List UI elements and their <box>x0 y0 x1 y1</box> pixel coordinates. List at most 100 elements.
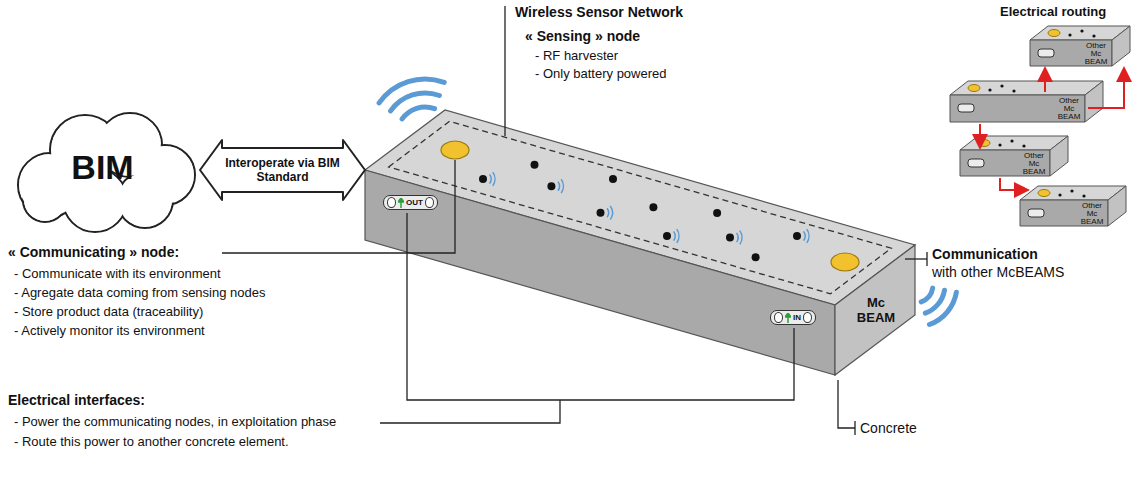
beam-end-face <box>1108 186 1126 226</box>
beam-end-face <box>1085 81 1103 122</box>
sensing-node-dot <box>547 182 555 190</box>
communication-wave <box>929 292 956 324</box>
routing-arrows <box>980 70 1124 190</box>
beam-top-face <box>950 81 1103 95</box>
beam-end-label: Other Mc BEAM <box>1055 97 1083 121</box>
sensing-node-dot <box>1022 144 1025 147</box>
list-item: - Power the communicating nodes, in expl… <box>14 414 336 430</box>
beam-end-label: Other Mc BEAM <box>1082 42 1110 66</box>
communication-wave <box>921 288 933 302</box>
sensing-node-dot <box>998 143 1001 146</box>
beam-body <box>365 110 915 375</box>
green-arrow <box>398 198 404 208</box>
list-item: - Only battery powered <box>535 66 667 82</box>
sensing-node-dot <box>1000 84 1003 87</box>
plate-label: IN <box>793 313 801 323</box>
network-title: Wireless Sensor Network <box>515 4 683 21</box>
beam-end-face <box>1112 26 1130 66</box>
inset-title: Electrical routing <box>1000 4 1106 20</box>
sensing-node-dot <box>531 161 539 169</box>
list-item: - Store product data (traceability) <box>14 304 203 320</box>
communication-wave <box>925 290 944 313</box>
beam-end-face <box>1050 136 1068 176</box>
callout-label: Communication <box>932 246 1038 263</box>
cloud-title: BIM <box>5 100 200 235</box>
wireless-wave <box>379 79 444 103</box>
sensing-node-dot <box>752 253 760 261</box>
beam-front-face <box>1030 40 1112 66</box>
beam-front-face <box>950 95 1085 122</box>
section-title: Electrical interfaces: <box>8 392 145 409</box>
node-type-title: « Sensing » node <box>525 28 640 45</box>
list-item: - Agregate data coming from sensing node… <box>14 285 265 301</box>
green-arrow-shape <box>398 198 404 208</box>
plate-label: OUT <box>406 198 423 208</box>
cloud-shape: BIM <box>5 100 200 235</box>
green-arrow <box>785 313 791 323</box>
connector-plate <box>1038 49 1054 57</box>
communicating-nodes <box>441 141 859 271</box>
socket-hole <box>425 197 434 208</box>
small-wave <box>493 172 495 186</box>
small-wave <box>674 231 675 240</box>
connector-plate: OUT <box>383 195 438 210</box>
list-item: - RF harvester <box>535 48 618 64</box>
green-arrow-shape <box>785 313 791 323</box>
small-wave <box>607 208 608 217</box>
communicating-node <box>1048 30 1060 37</box>
sensing-node-dot <box>609 175 617 183</box>
sensing-node-dot <box>1080 29 1083 32</box>
sensing-node-dot <box>1092 34 1095 37</box>
beam-front-face <box>1020 200 1108 226</box>
beam-front-face <box>960 150 1050 176</box>
sensing-node-dot <box>1070 189 1073 192</box>
socket-hole <box>387 197 396 208</box>
other-beams <box>950 26 1130 226</box>
small-wave <box>737 233 738 242</box>
connector-plate <box>958 104 974 112</box>
small-wave <box>610 206 612 220</box>
sensing-node-dot <box>1012 89 1015 92</box>
wireless-wave <box>391 93 440 111</box>
node-type-title: « Communicating » node: <box>8 244 179 261</box>
small-wave <box>490 174 491 183</box>
arrow-label: Interoperate via BIM Standard <box>225 156 340 184</box>
small-wave <box>677 229 679 243</box>
small-wave <box>804 231 805 240</box>
beam-top-face <box>960 136 1068 150</box>
list-item: - Communicate with its environment <box>14 266 221 282</box>
sensing-node-dot <box>726 234 734 242</box>
connector-plate <box>968 159 984 167</box>
sensing-node-dot <box>479 175 487 183</box>
small-wave <box>561 179 563 193</box>
sensing-node-dot <box>1068 33 1071 36</box>
list-item: - Route this power to another concrete e… <box>14 434 289 450</box>
sensing-node-dot <box>1058 193 1061 196</box>
sensor-network-area <box>389 121 892 293</box>
sensing-node-dot <box>793 232 801 240</box>
list-item: - Actively monitor its environment <box>14 323 205 339</box>
sensing-nodes <box>479 161 809 262</box>
sensing-node-dot <box>1010 139 1013 142</box>
socket-hole <box>774 312 783 323</box>
small-wave <box>807 229 809 243</box>
sensing-node-dot <box>713 209 721 217</box>
sensing-node-dot <box>1082 194 1085 197</box>
beam-end-label: Other Mc BEAM <box>1078 202 1106 226</box>
leader-lines <box>222 6 927 435</box>
sensing-node-dot <box>597 209 605 217</box>
callout-label: with other McBEAMS <box>932 264 1064 281</box>
radio-waves <box>379 79 956 324</box>
double-arrow <box>200 140 365 200</box>
sensing-node-dot <box>988 88 991 91</box>
sensing-node-dot <box>649 203 657 211</box>
small-wave <box>740 231 742 245</box>
socket-hole <box>803 312 812 323</box>
beam-end-label: Other Mc BEAM <box>1020 152 1048 176</box>
concrete-beam: Mc BEAM OUT IN <box>365 75 915 375</box>
communicating-node <box>968 85 980 92</box>
connector-plate <box>1028 209 1044 217</box>
communicating-node <box>1038 190 1050 197</box>
beam-end-label: Mc BEAM <box>852 295 900 325</box>
